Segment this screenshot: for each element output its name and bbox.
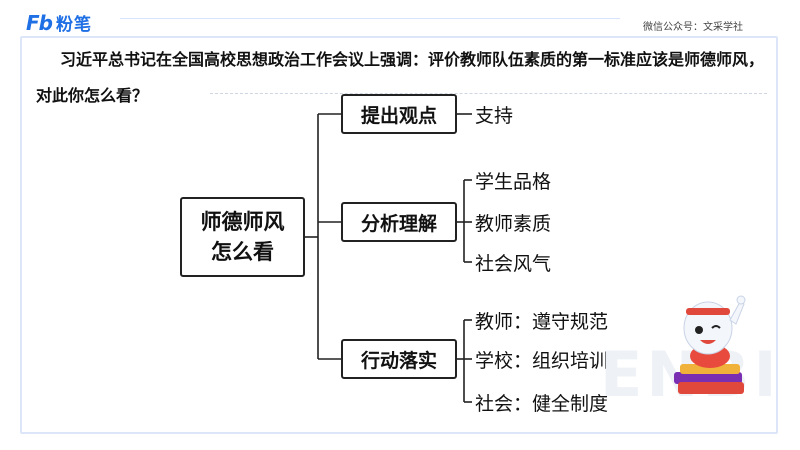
branch-node-viewpoint: 提出观点 <box>341 94 457 134</box>
question-text: 习近平总书记在全国高校思想政治工作会议上强调：评价教师队伍素质的第一标准应该是师… <box>36 50 765 105</box>
wechat-account-label: 微信公众号：文采学社 <box>643 22 743 33</box>
branch-node-action: 行动落实 <box>341 339 457 379</box>
slide-frame <box>20 36 778 434</box>
header-divider <box>120 18 620 19</box>
leaf-support: 支持 <box>475 105 514 127</box>
root-line-1: 师德师风 <box>200 210 285 234</box>
leaf-student-character: 学生品格 <box>475 171 552 193</box>
logo-mark: Fb <box>26 10 53 35</box>
mascot-icon <box>674 295 746 394</box>
root-line-2: 怎么看 <box>211 240 274 264</box>
root-node: 师德师风 怎么看 <box>180 197 305 277</box>
leaf-school-action: 学校：组织培训 <box>475 350 609 372</box>
leaf-teacher-quality: 教师素质 <box>475 213 552 235</box>
branch-node-analysis: 分析理解 <box>341 202 457 242</box>
logo-text: 粉笔 <box>55 15 92 35</box>
leaf-teacher-action: 教师：遵守规范 <box>475 311 609 333</box>
question-underline <box>210 93 767 94</box>
leaf-social-atmosphere: 社会风气 <box>475 253 552 275</box>
leaf-society-action: 社会：健全制度 <box>475 393 609 415</box>
fenbi-logo: Fb 粉笔 <box>26 10 92 36</box>
